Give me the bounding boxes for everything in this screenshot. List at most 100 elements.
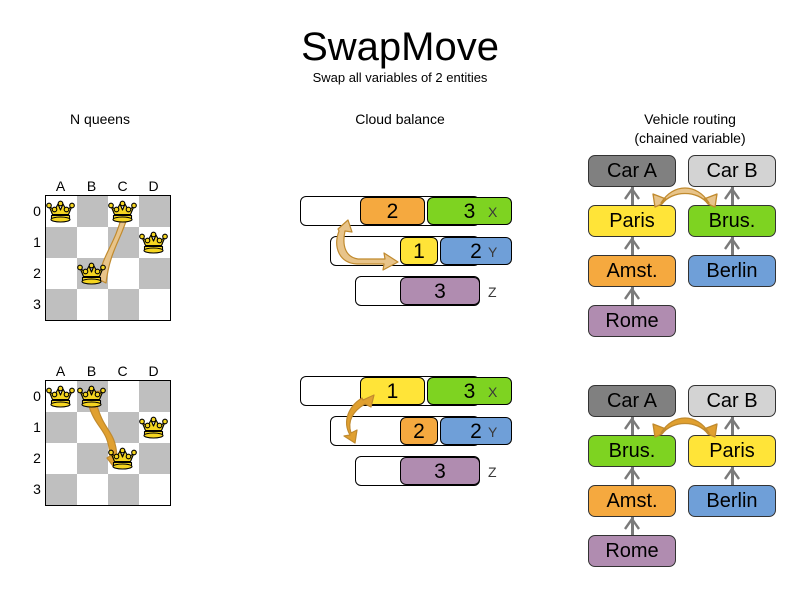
board-row-label-1: 1 xyxy=(33,234,41,250)
vrp-node-rome[interactable]: Rome xyxy=(588,305,676,337)
board-cell-B1[interactable] xyxy=(77,227,108,258)
board-row-label-1: 1 xyxy=(33,419,41,435)
board-cell-D2[interactable] xyxy=(139,258,170,289)
vrp-edge-arrowhead xyxy=(724,186,740,200)
vrp-edge-arrowhead xyxy=(624,516,640,530)
vrp-node-label: Amst. xyxy=(606,260,658,282)
cloudbalance-row-label-Y: Y xyxy=(488,244,498,260)
board-row-label-3: 3 xyxy=(33,296,41,312)
vrp-node-label: Car B xyxy=(706,390,758,412)
board-column-label-A: A xyxy=(55,363,66,379)
queen-piece-D1[interactable] xyxy=(139,415,168,439)
vrp-node-car-a[interactable]: Car A xyxy=(588,385,676,417)
board-cell-D0[interactable] xyxy=(139,381,170,412)
board-row-label-3: 3 xyxy=(33,481,41,497)
board-column-label-D: D xyxy=(148,363,159,379)
board-column-label-B: B xyxy=(86,178,97,194)
vrp-edge xyxy=(730,237,734,255)
cloudbalance-process-value: 1 xyxy=(386,379,399,403)
cloudbalance-process-Y-2[interactable]: 2 xyxy=(440,237,512,265)
board-cell-A2[interactable] xyxy=(46,258,77,289)
board-cell-C0[interactable] xyxy=(108,381,139,412)
cloudbalance-process-X-2[interactable]: 3 xyxy=(427,377,512,405)
vrp-node-brus[interactable]: Brus. xyxy=(588,435,676,467)
queen-piece-B2[interactable] xyxy=(77,261,106,285)
vrp-edge-arrowhead xyxy=(724,416,740,430)
cloudbalance-process-Z-1[interactable]: 3 xyxy=(400,457,480,485)
board-row-label-0: 0 xyxy=(33,203,41,219)
board-cell-D3[interactable] xyxy=(139,289,170,320)
queen-piece-B0[interactable] xyxy=(77,384,106,408)
vrp-header-line1: Vehicle routing xyxy=(644,111,736,127)
cloudbalance-process-Y-2[interactable]: 2 xyxy=(440,417,512,445)
cloudbalance-process-value: 1 xyxy=(413,239,425,263)
vrp-edge xyxy=(730,417,734,435)
board-cell-A1[interactable] xyxy=(46,227,77,258)
vrp-node-label: Paris xyxy=(609,210,655,232)
board-cell-D0[interactable] xyxy=(139,196,170,227)
vrp-node-berlin[interactable]: Berlin xyxy=(688,255,776,287)
cloudbalance-process-Z-1[interactable]: 3 xyxy=(400,277,480,305)
cloudbalance-process-value: 2 xyxy=(470,239,482,263)
board-cell-A2[interactable] xyxy=(46,443,77,474)
cloudbalance-process-value: 2 xyxy=(470,419,482,443)
board-cell-B0[interactable] xyxy=(77,196,108,227)
vrp-node-paris[interactable]: Paris xyxy=(588,205,676,237)
vrp-edge-arrowhead xyxy=(724,466,740,480)
board-row-label-2: 2 xyxy=(33,265,41,281)
queen-piece-C2[interactable] xyxy=(108,446,137,470)
board-cell-B3[interactable] xyxy=(77,474,108,505)
board-cell-B3[interactable] xyxy=(77,289,108,320)
board-cell-C3[interactable] xyxy=(108,289,139,320)
board-cell-A3[interactable] xyxy=(46,289,77,320)
cloudbalance-process-X-2[interactable]: 3 xyxy=(427,197,512,225)
vrp-node-berlin[interactable]: Berlin xyxy=(688,485,776,517)
board-row-label-2: 2 xyxy=(33,450,41,466)
board-cell-A1[interactable] xyxy=(46,412,77,443)
vrp-node-brus[interactable]: Brus. xyxy=(688,205,776,237)
cloudbalance-row-label-X: X xyxy=(488,384,498,400)
vrp-node-label: Amst. xyxy=(606,490,658,512)
vrp-node-label: Brus. xyxy=(708,210,756,232)
board-cell-D3[interactable] xyxy=(139,474,170,505)
cloudbalance-process-X-1[interactable]: 1 xyxy=(360,377,425,405)
vrp-node-rome[interactable]: Rome xyxy=(588,535,676,567)
board-cell-C2[interactable] xyxy=(108,258,139,289)
board-column-label-B: B xyxy=(86,363,97,379)
board-cell-B2[interactable] xyxy=(77,443,108,474)
board-cell-A3[interactable] xyxy=(46,474,77,505)
board-cell-D2[interactable] xyxy=(139,443,170,474)
vrp-node-car-a[interactable]: Car A xyxy=(588,155,676,187)
cloudbalance-row-label-Z: Z xyxy=(488,284,497,300)
vrp-node-label: Car B xyxy=(706,160,758,182)
vrp-edge-arrowhead xyxy=(624,286,640,300)
cloudbalance-process-Y-1[interactable]: 1 xyxy=(400,237,438,265)
cloudbalance-process-value: 2 xyxy=(413,419,425,443)
queen-piece-D1[interactable] xyxy=(139,230,168,254)
vrp-edge-arrowhead xyxy=(624,186,640,200)
vrp-node-label: Berlin xyxy=(706,490,758,512)
cloudbalance-process-Y-1[interactable]: 2 xyxy=(400,417,438,445)
cloudbalance-process-X-1[interactable]: 2 xyxy=(360,197,425,225)
vrp-edge xyxy=(630,187,634,205)
board-cell-C1[interactable] xyxy=(108,412,139,443)
vrp-node-car-b[interactable]: Car B xyxy=(688,155,776,187)
queen-piece-C0[interactable] xyxy=(108,199,137,223)
vrp-edge xyxy=(630,237,634,255)
board-column-label-C: C xyxy=(117,363,128,379)
vrp-node-amst[interactable]: Amst. xyxy=(588,255,676,287)
board-cell-C1[interactable] xyxy=(108,227,139,258)
queen-piece-A0[interactable] xyxy=(46,384,75,408)
queen-piece-A0[interactable] xyxy=(46,199,75,223)
vrp-edge-arrowhead xyxy=(624,236,640,250)
vrp-node-paris[interactable]: Paris xyxy=(688,435,776,467)
vrp-node-car-b[interactable]: Car B xyxy=(688,385,776,417)
vrp-node-amst[interactable]: Amst. xyxy=(588,485,676,517)
page-subtitle: Swap all variables of 2 entities xyxy=(312,70,488,85)
board-cell-B1[interactable] xyxy=(77,412,108,443)
cloudbalance-process-value: 3 xyxy=(463,379,476,403)
board-row-label-0: 0 xyxy=(33,388,41,404)
board-cell-C3[interactable] xyxy=(108,474,139,505)
